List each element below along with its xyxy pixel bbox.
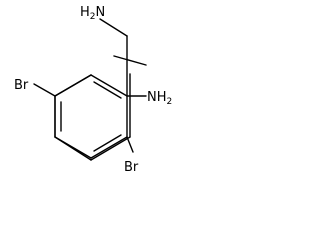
ring-bond-1 <box>113 55 147 66</box>
ring-edge-top-left <box>54 74 92 97</box>
br-left-bond <box>33 83 56 97</box>
br-left-label: Br <box>14 78 29 93</box>
ring-edge-bottom-left <box>54 136 92 159</box>
br-bottom-bond <box>126 136 134 153</box>
molecule-canvas: H2N NH2 Br Br <box>0 0 197 189</box>
ring-edge-bottom-right <box>90 136 128 159</box>
double-bond-inner-1 <box>93 81 122 99</box>
ch2-to-n-bond <box>99 18 128 37</box>
double-bond-inner-2 <box>93 134 122 152</box>
ring-edge-top <box>90 74 128 97</box>
nh2-right-label: NH2 <box>147 90 172 107</box>
br-bottom-label: Br <box>124 160 139 175</box>
nh2-top-label: H2N <box>80 5 105 22</box>
molecule-structure: H2N NH2 Br Br <box>14 5 172 175</box>
ring-bond-3 <box>90 136 131 161</box>
